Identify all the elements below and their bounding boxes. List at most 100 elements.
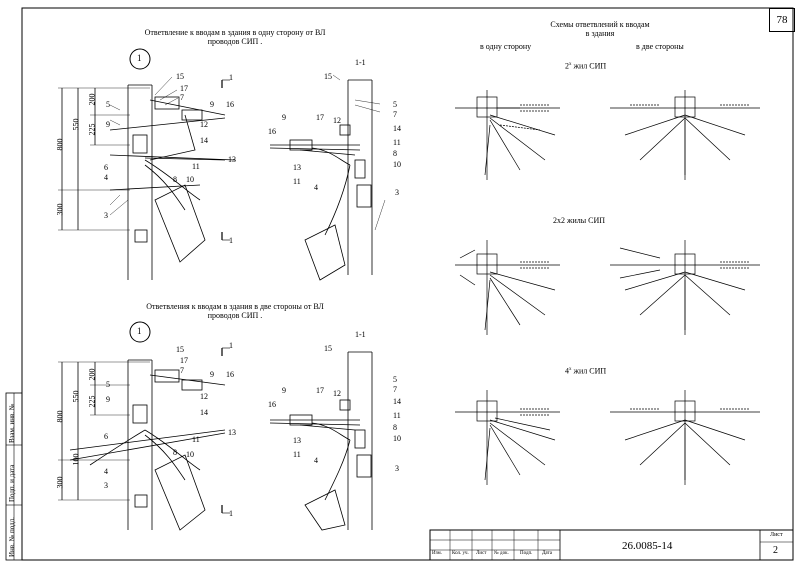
dim-200-top: 200 — [87, 93, 97, 106]
doc-code: 26.0085-14 — [622, 540, 673, 552]
section-mark-bottom-a: 1 — [229, 341, 233, 350]
scheme-row3-one-side — [455, 390, 560, 485]
bottom-title: Ответвления к вводам в здания в две стор… — [120, 302, 350, 320]
sec-b-lbl-11: 11 — [393, 411, 401, 420]
left-top-front-view — [58, 48, 236, 280]
lbl-b-8: 8 — [173, 448, 177, 457]
side-podp-data: Подп. и дата — [8, 464, 16, 502]
side-vzam-inv: Взам. инв. № — [8, 403, 16, 443]
sheet-value: 2 — [773, 545, 778, 556]
row3-sup: х — [569, 367, 572, 372]
lbl-b-13: 13 — [228, 428, 236, 437]
right-schemes — [455, 90, 760, 485]
sec-lbl-12: 12 — [333, 116, 341, 125]
lbl-b-16: 16 — [226, 370, 234, 379]
section-mark-top-b: 1 — [229, 236, 233, 245]
dim-300-top: 300 — [55, 203, 65, 216]
lbl-7: 7 — [180, 93, 184, 102]
row3-num: 4 — [565, 366, 569, 376]
lbl-4: 4 — [104, 173, 108, 182]
lbl-b-5: 5 — [106, 380, 110, 389]
stamp-col-ndok: № док. — [494, 551, 509, 556]
lbl-12: 12 — [200, 120, 208, 129]
circle-label-top: 1 — [137, 53, 142, 63]
section-mark-top-a: 1 — [229, 73, 233, 82]
sec-lbl-16: 16 — [268, 127, 276, 136]
dim-200-bottom: 200 — [87, 368, 97, 381]
sec-lbl-13: 13 — [293, 163, 301, 172]
lbl-b-10: 10 — [186, 450, 194, 459]
row1-sup: х — [569, 62, 572, 67]
lbl-14: 14 — [200, 136, 208, 145]
scheme-row2-one-side — [455, 240, 560, 335]
sec-b-lbl-9: 9 — [282, 386, 286, 395]
stamp-col-koluch: Кол. уч. — [452, 551, 469, 556]
row3-rest: жил СИП — [571, 366, 607, 376]
lbl-15: 15 — [176, 72, 184, 81]
sec-b-lbl-8: 8 — [393, 423, 397, 432]
sec-b-lbl-13: 13 — [293, 436, 301, 445]
lbl-8: 8 — [173, 175, 177, 184]
sec-b-lbl-15: 15 — [324, 344, 332, 353]
right-title-line1: Схемы ответвлений к вводам — [550, 20, 650, 29]
lbl-b-17: 17 — [180, 356, 188, 365]
sec-b-lbl-11b: 11 — [293, 450, 301, 459]
lbl-10: 10 — [186, 175, 194, 184]
row2-label: 2х2 жилы СИП — [553, 216, 606, 225]
dim-225-top: 225 — [87, 123, 97, 136]
dim-300-bottom: 300 — [55, 476, 65, 489]
sec-b-lbl-12: 12 — [333, 389, 341, 398]
scheme-row1-one-side — [455, 90, 560, 180]
left-bottom-front-view — [58, 321, 230, 531]
side-inv-podl: Инв. № подл. — [8, 517, 16, 557]
sec-lbl-7: 7 — [393, 110, 397, 119]
sec-b-lbl-10: 10 — [393, 434, 401, 443]
col-two-sides: в две стороны — [636, 42, 684, 51]
sec-b-lbl-16: 16 — [268, 400, 276, 409]
section-label-bottom: 1-1 — [355, 330, 366, 339]
sec-lbl-15: 15 — [324, 72, 332, 81]
section-mark-bottom-b: 1 — [229, 509, 233, 518]
stamp-col-data: Дата — [542, 551, 552, 556]
dim-800-bottom: 800 — [55, 410, 65, 423]
section-label-top: 1-1 — [355, 58, 366, 67]
bottom-title-line1: Ответвления к вводам в здания в две стор… — [146, 302, 324, 311]
row3-label: 4х жил СИП — [565, 365, 606, 376]
stamp-col-list: Лист — [476, 551, 487, 556]
lbl-b-9: 9 — [210, 370, 214, 379]
lbl-16: 16 — [226, 100, 234, 109]
sheet-label: Лист — [770, 532, 783, 538]
dim-225-bottom: 225 — [87, 395, 97, 408]
row1-label: 2х жил СИП — [565, 60, 606, 71]
lbl-5: 5 — [106, 100, 110, 109]
sec-lbl-8: 8 — [393, 149, 397, 158]
dim-800-top: 800 — [55, 138, 65, 151]
scheme-row3-two-sides — [610, 390, 760, 485]
sec-b-lbl-14: 14 — [393, 397, 401, 406]
right-title-line2: в здания — [585, 29, 615, 38]
top-title-line2: проводов СИП . — [207, 37, 263, 46]
stamp-col-izm: Изм. — [432, 551, 442, 556]
lbl-b-12: 12 — [200, 392, 208, 401]
dim-550-bottom: 550 — [71, 390, 81, 403]
sec-lbl-17: 17 — [316, 113, 324, 122]
lbl-b-14: 14 — [200, 408, 208, 417]
sec-lbl-4: 4 — [314, 183, 318, 192]
top-title: Ответвление к вводам в здания в одну сто… — [120, 28, 350, 46]
lbl-6: 6 — [104, 163, 108, 172]
bottom-title-line2: проводов СИП . — [207, 311, 263, 320]
sec-b-lbl-3: 3 — [395, 464, 399, 473]
scheme-row1-two-sides — [610, 90, 760, 180]
sec-b-lbl-17: 17 — [316, 386, 324, 395]
lbl-b-9b: 9 — [106, 395, 110, 404]
lbl-b-3: 3 — [104, 481, 108, 490]
lbl-3: 3 — [104, 211, 108, 220]
top-title-line1: Ответвление к вводам в здания в одну сто… — [144, 28, 326, 37]
sec-b-lbl-7: 7 — [393, 385, 397, 394]
row1-num: 2 — [565, 61, 569, 71]
col-one-side: в одну сторону — [480, 42, 532, 51]
left-top-section-view — [269, 74, 386, 281]
sec-lbl-14: 14 — [393, 124, 401, 133]
